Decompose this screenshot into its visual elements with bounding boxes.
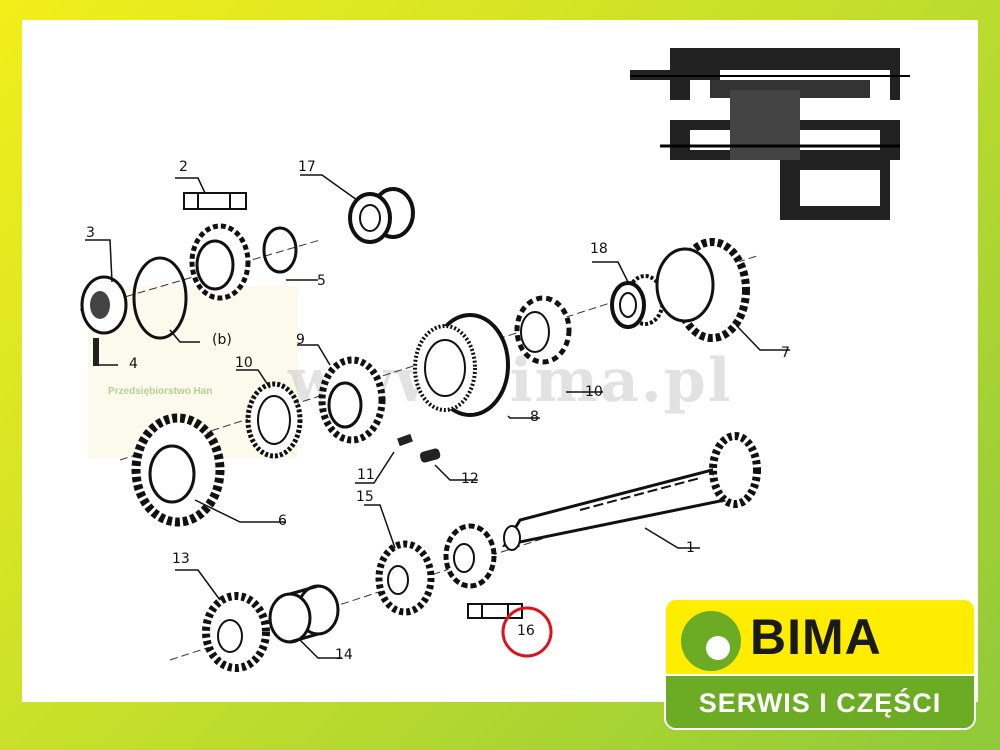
part-13-gear [202,592,270,672]
part-5-snap-ring [262,226,298,274]
label-part-16: 16 [517,623,535,639]
label-part-17: 17 [298,159,316,175]
label-part-3: 3 [86,225,95,241]
label-part-b: (b) [212,332,232,348]
part-11-key [397,433,413,447]
part-3-flange [80,275,128,335]
part-16-bearing [443,523,497,589]
label-part-10-left: 10 [235,355,253,371]
part-17-bushing [348,187,415,244]
label-part-2: 2 [179,159,188,175]
highlight-circle-part-16 [501,606,553,658]
part-15-gear [375,540,435,616]
watermark-company: Przedsiębiorstwo Han [108,386,213,397]
label-part-13: 13 [172,551,190,567]
label-part-6: 6 [278,513,287,529]
label-part-14: 14 [335,647,353,663]
part-8-shift-sleeve [413,313,510,417]
part-1-main-shaft [501,432,761,551]
part-b-seal-ring [132,256,188,340]
label-part-7: 7 [781,345,790,361]
label-part-15: 15 [356,489,374,505]
part-10-synchro-ring-right [514,295,572,365]
label-part-5: 5 [317,273,326,289]
label-part-10-right: 10 [585,384,603,400]
part-14-sleeve [268,584,340,644]
label-part-18: 18 [590,241,608,257]
label-part-11: 11 [357,467,375,483]
label-part-1: 1 [686,540,695,556]
part-4-pin [93,338,99,366]
assembly-thumbnail [630,48,910,220]
bima-logo: BIMA SERWIS I CZĘŚCI [664,598,976,730]
part-18-bushing [610,274,665,329]
part-10-synchro-ring-left [245,381,303,459]
label-part-9: 9 [296,332,305,348]
logo-tagline: SERWIS I CZĘŚCI [698,688,942,718]
logo-ball-icon [681,611,741,671]
part-9-gear [318,356,386,444]
part-7-gear [655,238,750,342]
leader-lines [85,174,790,659]
part-2-needle-cage [183,192,247,210]
label-part-8: 8 [530,409,539,425]
label-part-4: 4 [129,356,138,372]
logo-green-band [664,674,976,730]
logo-name: BIMA [750,609,882,665]
part-6-gear [131,413,225,527]
label-part-12: 12 [461,471,479,487]
part-2-gear-bearing [189,223,251,301]
part-12-spring [419,448,441,463]
